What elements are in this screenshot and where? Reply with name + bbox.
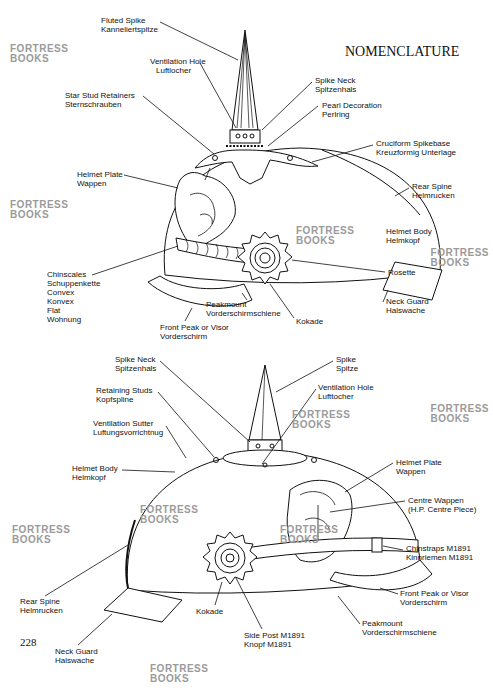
callout-label: Pearl Decoration xyxy=(322,101,382,110)
callout-label: Kinnriemen M1891 xyxy=(406,553,473,562)
callout-label: Sternschrauben xyxy=(65,100,121,109)
callout-label: Spike Neck xyxy=(315,76,355,85)
callout-label: Rear Spine xyxy=(412,182,452,191)
callout-label: Peakmount xyxy=(206,300,246,309)
watermark: FORTRESS BOOKS xyxy=(292,410,350,430)
callout-label: Kokade xyxy=(196,607,223,616)
callout-label: Luftungsvorrichtnug xyxy=(93,428,163,437)
callout-label: Rosette xyxy=(388,268,416,277)
callout-label: Kanneliertspitze xyxy=(101,25,158,34)
callout-label: Helmet Plate xyxy=(396,458,442,467)
callout-label: Flat xyxy=(47,306,60,315)
page-number: 228 xyxy=(20,636,37,648)
watermark: FORTRESS BOOKS xyxy=(296,226,354,246)
top-helmet xyxy=(148,30,442,306)
callout-label: Kreuzformig Unterlage xyxy=(376,148,456,157)
callout-label: Wappen xyxy=(396,467,426,476)
watermark: FORTRESS BOOKS xyxy=(10,44,68,64)
callout-label: Helmrucken xyxy=(20,606,63,615)
callout-label: Luftlocher xyxy=(156,66,191,75)
watermark: FORTRESS BOOKS xyxy=(150,664,208,684)
callout-label: Schuppenkette xyxy=(47,279,100,288)
callout-label: Lufttocher xyxy=(318,392,354,401)
callout-label: Helmet Body xyxy=(72,464,118,473)
callout-label: Spitzenhals xyxy=(115,364,156,373)
callout-label: Convex xyxy=(47,288,74,297)
watermark: FORTRESS BOOKS xyxy=(140,505,198,525)
callout-label: Perlring xyxy=(322,110,350,119)
callout-label: Cruciform Spikebase xyxy=(376,139,450,148)
callout-label: Star Stud Retainers xyxy=(65,91,135,100)
watermark: FORTRESS BOOKS xyxy=(431,248,489,268)
callout-label: Ventilation Sutter xyxy=(93,419,153,428)
watermark: FORTRESS BOOKS xyxy=(431,404,489,424)
callout-label: (H.P. Centre Piece) xyxy=(408,505,476,514)
page-title: NOMENCLATURE xyxy=(345,44,459,60)
callout-label: Helmkopf xyxy=(386,236,420,245)
callout-label: Vorderschirmschiene xyxy=(206,309,281,318)
callout-label: Spike xyxy=(336,355,356,364)
bottom-helmet xyxy=(104,365,432,622)
callout-label: Halswache xyxy=(55,656,94,665)
callout-label: Wappen xyxy=(77,179,107,188)
callout-label: Konvex xyxy=(47,297,74,306)
callout-label: Vorderschirm xyxy=(400,598,447,607)
callout-label: Peakmount xyxy=(362,619,402,628)
callout-label: Vorderschirm xyxy=(160,332,207,341)
callout-label: Ventilation Hole xyxy=(318,383,374,392)
callout-label: Kopfspline xyxy=(96,395,133,404)
callout-label: Rear Spine xyxy=(20,597,60,606)
leader-lines xyxy=(45,22,409,645)
callout-label: Fluted Spike xyxy=(101,16,145,25)
callout-label: Knopf M1891 xyxy=(244,640,292,649)
callout-label: Spitze xyxy=(336,364,358,373)
callout-label: Wohnung xyxy=(47,315,81,324)
callout-label: Spike Neck xyxy=(115,355,155,364)
callout-label: Chinstraps M1891 xyxy=(406,544,471,553)
callout-label: Front Peak or Visor xyxy=(160,323,229,332)
callout-label: Halswache xyxy=(386,306,425,315)
callout-label: Centre Wappen xyxy=(408,496,464,505)
callout-label: Ventilation Hole xyxy=(150,57,206,66)
callout-label: Chinscales xyxy=(47,270,86,279)
callout-label: Retaining Studs xyxy=(96,386,152,395)
callout-label: Helmkopf xyxy=(72,473,106,482)
watermark: FORTRESS BOOKS xyxy=(10,200,68,220)
callout-label: Helmet Body xyxy=(386,227,432,236)
callout-label: Side Post M1891 xyxy=(244,631,305,640)
callout-label: Spitzenhals xyxy=(315,85,356,94)
watermark: FORTRESS BOOKS xyxy=(280,525,338,545)
callout-label: Neck Guard xyxy=(55,647,98,656)
callout-label: Helmrucken xyxy=(412,191,455,200)
watermark: FORTRESS BOOKS xyxy=(12,525,70,545)
callout-label: Vorderschirmschiene xyxy=(362,628,437,637)
callout-label: Front Peak or Visor xyxy=(400,589,469,598)
callout-label: Neck Guard xyxy=(386,297,429,306)
callout-label: Helmet Plate xyxy=(77,170,123,179)
callout-label: Kokade xyxy=(296,317,323,326)
